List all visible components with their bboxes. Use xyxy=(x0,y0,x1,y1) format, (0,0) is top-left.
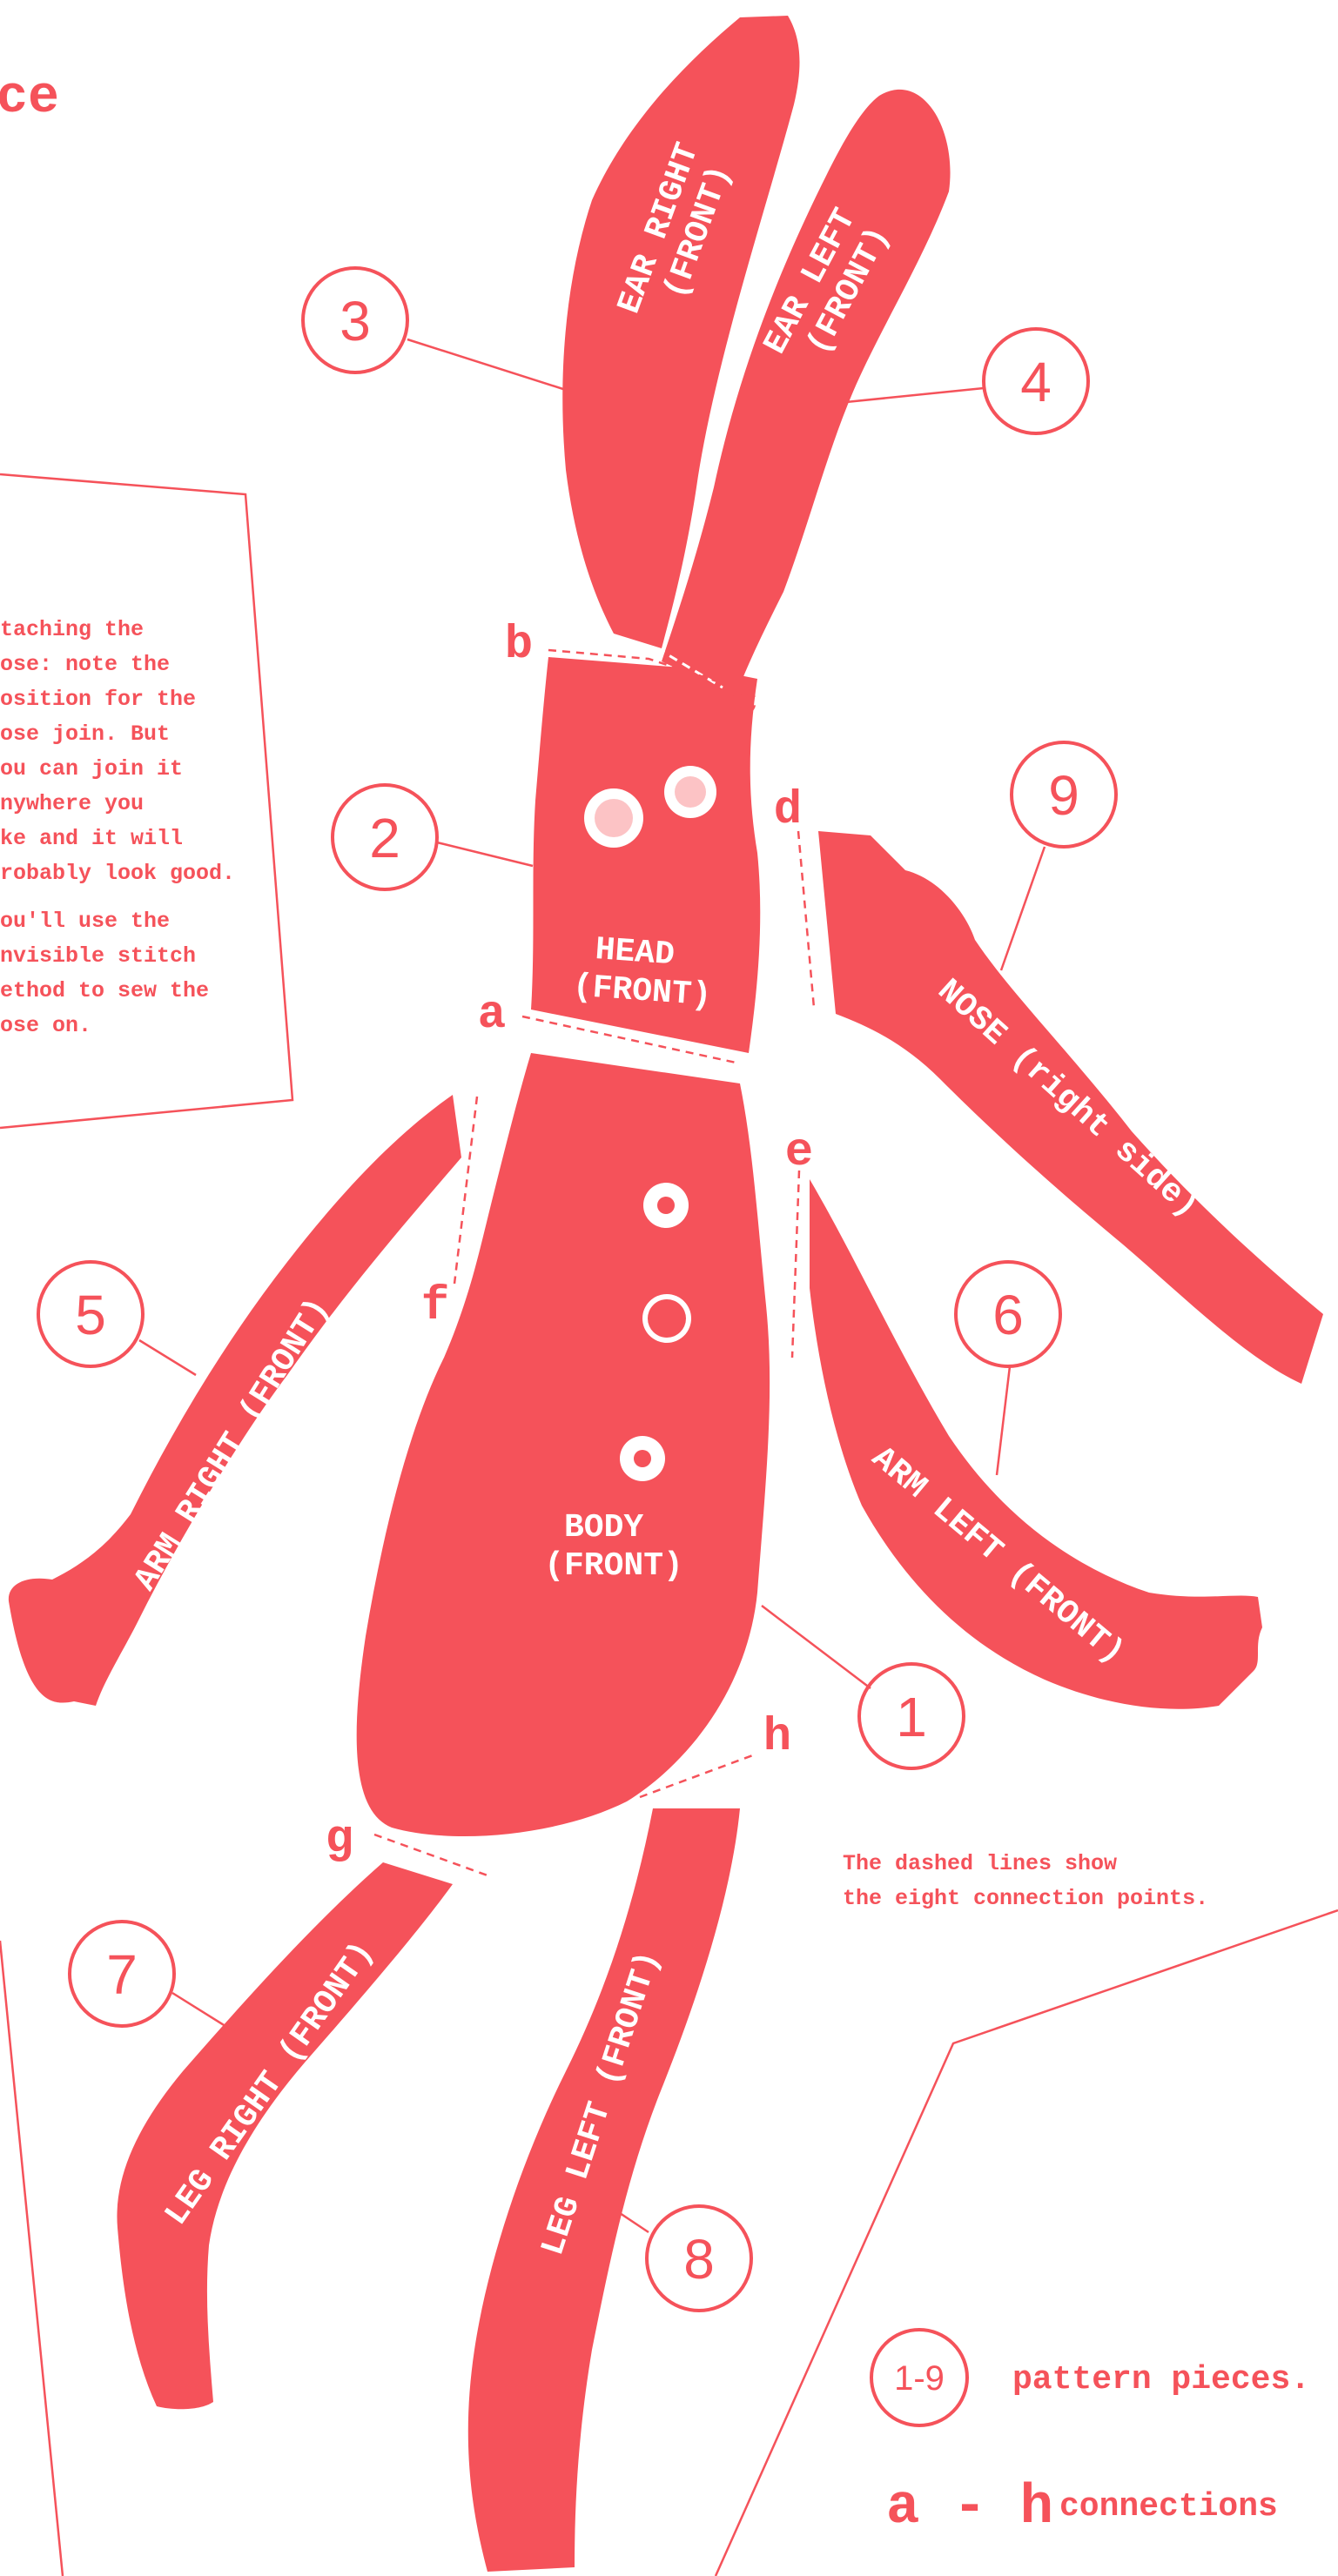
note-line: osition for the xyxy=(0,687,196,712)
legend-connections-range: a - h xyxy=(886,2477,1053,2539)
connection-f: f xyxy=(421,1280,449,1333)
note-line: nywhere you xyxy=(0,791,144,816)
note-line: nvisible stitch xyxy=(0,943,196,969)
connection-h: h xyxy=(763,1711,791,1764)
callout-number-9: 9 xyxy=(1048,764,1079,827)
piece-head: HEAD (FRONT) xyxy=(531,657,760,1053)
head-label-line1: HEAD xyxy=(594,931,676,974)
note-line: ose join. But xyxy=(0,721,170,747)
body-button-bottom-inner xyxy=(634,1450,651,1467)
legend-pieces-text: pattern pieces. xyxy=(1012,2361,1310,2398)
connection-g: g xyxy=(326,1814,353,1867)
dashed-caption-line2: the eight connection points. xyxy=(843,1886,1208,1911)
body-button-top-inner xyxy=(657,1197,675,1214)
note-line: ke and it will xyxy=(0,826,183,851)
connection-d: d xyxy=(774,784,802,837)
eye-button-right-inner xyxy=(595,799,633,837)
piece-leg-left: LEG LEFT (FRONT) xyxy=(468,1808,740,2572)
note-line: robably look good. xyxy=(0,861,235,886)
legend: 1-9 pattern pieces. a - h connections xyxy=(871,2330,1310,2539)
dash-d xyxy=(798,831,814,1008)
connection-b: b xyxy=(505,619,533,672)
connection-e: e xyxy=(785,1126,813,1179)
piece-leg-right: LEG RIGHT (FRONT) xyxy=(117,1862,453,2409)
attaching-note: taching the ose: note the osition for th… xyxy=(0,474,292,1128)
piece-nose: NOSE (right side) xyxy=(818,831,1323,1384)
dashed-caption-line1: The dashed lines show xyxy=(843,1851,1117,1876)
callout-number-8: 8 xyxy=(683,2228,715,2291)
leader-1 xyxy=(762,1606,871,1688)
body-label: BODY (FRONT) xyxy=(544,1509,683,1585)
callout-number-6: 6 xyxy=(992,1284,1024,1346)
note-line: ose: note the xyxy=(0,652,170,677)
left-frame-line xyxy=(0,1941,63,2576)
body-label-line2: (FRONT) xyxy=(544,1547,683,1585)
leader-9 xyxy=(1001,847,1045,970)
leader-5 xyxy=(139,1340,196,1375)
body-label-line1: BODY xyxy=(564,1509,643,1546)
connection-c: c xyxy=(730,675,758,728)
leader-6 xyxy=(997,1366,1010,1475)
leg-right-shape xyxy=(117,1862,453,2409)
callout-number-2: 2 xyxy=(369,807,400,869)
leader-7 xyxy=(172,1993,235,2032)
legend-pieces-range: 1-9 xyxy=(894,2359,945,2398)
connection-a: a xyxy=(478,989,506,1042)
leader-4 xyxy=(846,388,984,402)
leader-2 xyxy=(437,842,533,866)
callout-number-4: 4 xyxy=(1020,351,1052,413)
dash-e xyxy=(792,1171,799,1358)
arm-right-label: ARM RIGHT (FRONT) xyxy=(127,1291,338,1598)
callout-number-3: 3 xyxy=(340,290,371,352)
note-line: ou can join it xyxy=(0,756,183,782)
note-line: ose on. xyxy=(0,1013,91,1038)
body-button-middle-inner xyxy=(648,1299,686,1338)
title-fragment: ce xyxy=(0,69,59,128)
note-line: taching the xyxy=(0,617,144,642)
callout-number-5: 5 xyxy=(75,1284,106,1346)
leader-3 xyxy=(407,339,566,390)
legend-connections-text: connections xyxy=(1059,2488,1278,2526)
dashed-caption: The dashed lines show the eight connecti… xyxy=(843,1851,1208,1911)
note-line: ethod to sew the xyxy=(0,978,209,1003)
callout-number-1: 1 xyxy=(896,1686,927,1748)
callout-number-7: 7 xyxy=(106,1943,138,2006)
leg-left-shape xyxy=(468,1808,740,2572)
eye-button-left-inner xyxy=(675,776,706,808)
dash-f xyxy=(454,1097,477,1284)
note-line: ou'll use the xyxy=(0,909,170,934)
